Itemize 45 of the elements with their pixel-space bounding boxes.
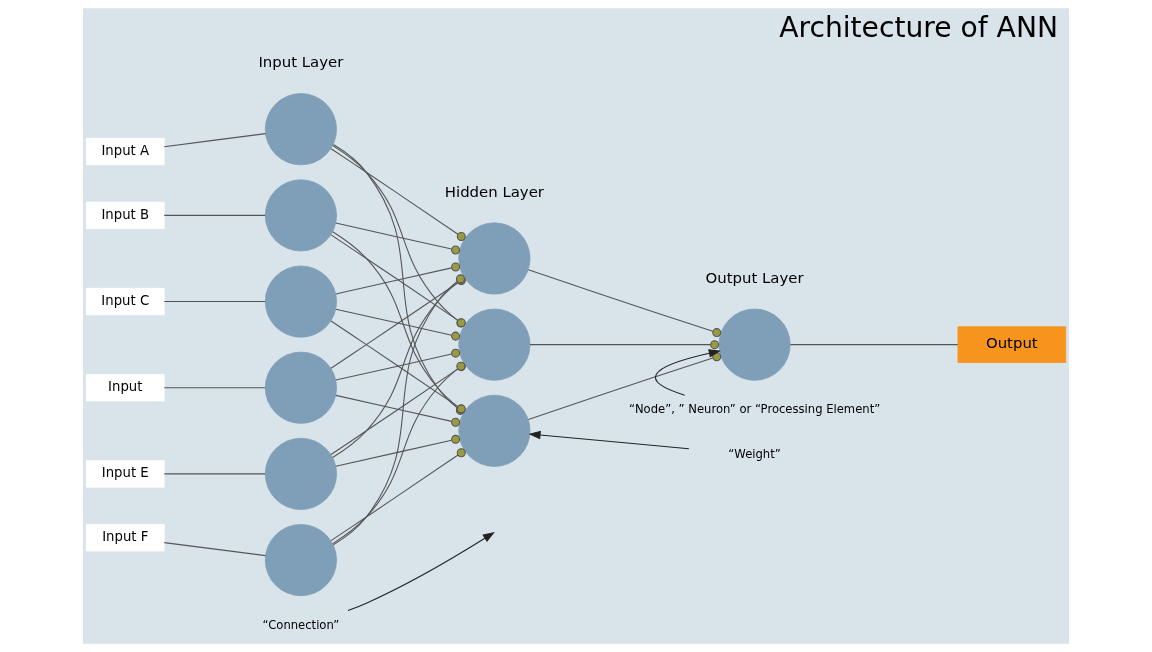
node-text: “Node”, ” Neuron” or “Processing Element”: [628, 402, 881, 417]
connector: [335, 394, 461, 427]
connector: [527, 269, 722, 338]
node-box: Output: [957, 326, 1067, 363]
connector: [335, 308, 461, 341]
connector: [163, 387, 266, 389]
arrow: [654, 349, 721, 396]
connector: [335, 434, 461, 467]
connector: [163, 473, 266, 475]
node-box: Input A: [85, 137, 165, 166]
node-circle: [264, 437, 337, 510]
node-circle: [264, 351, 337, 424]
connector: [335, 348, 461, 381]
node-text: “Weight”: [728, 446, 781, 461]
connector: [163, 542, 267, 557]
connector: [527, 352, 722, 421]
node-box: Input F: [85, 524, 165, 552]
node-circle: [264, 179, 337, 252]
connector: [335, 262, 461, 295]
node-circle: [264, 265, 337, 338]
node-box: Input E: [85, 460, 165, 488]
node-text: “Connection”: [262, 617, 340, 632]
connector: [330, 234, 466, 328]
connector: [529, 340, 720, 350]
connector: [789, 344, 959, 346]
node-circle: [718, 308, 791, 381]
connector: [335, 222, 461, 255]
connector: [163, 133, 267, 148]
label: Output Layer: [705, 268, 804, 287]
node-box: Input B: [85, 201, 165, 230]
connector: [330, 148, 466, 241]
arrow: [347, 531, 495, 612]
connector: [332, 145, 466, 328]
connector: [330, 275, 466, 369]
node-circle: [264, 93, 337, 166]
label: Hidden Layer: [444, 182, 544, 201]
connector: [163, 301, 266, 303]
label: Input Layer: [258, 53, 344, 72]
connector: [330, 448, 466, 542]
node-box: Input: [85, 374, 165, 402]
node-box: Input C: [85, 287, 165, 316]
connector: [163, 214, 266, 216]
diagram-title: Architecture of ANN: [779, 11, 1059, 45]
node-circle: [264, 524, 337, 597]
arrow: [528, 430, 690, 450]
